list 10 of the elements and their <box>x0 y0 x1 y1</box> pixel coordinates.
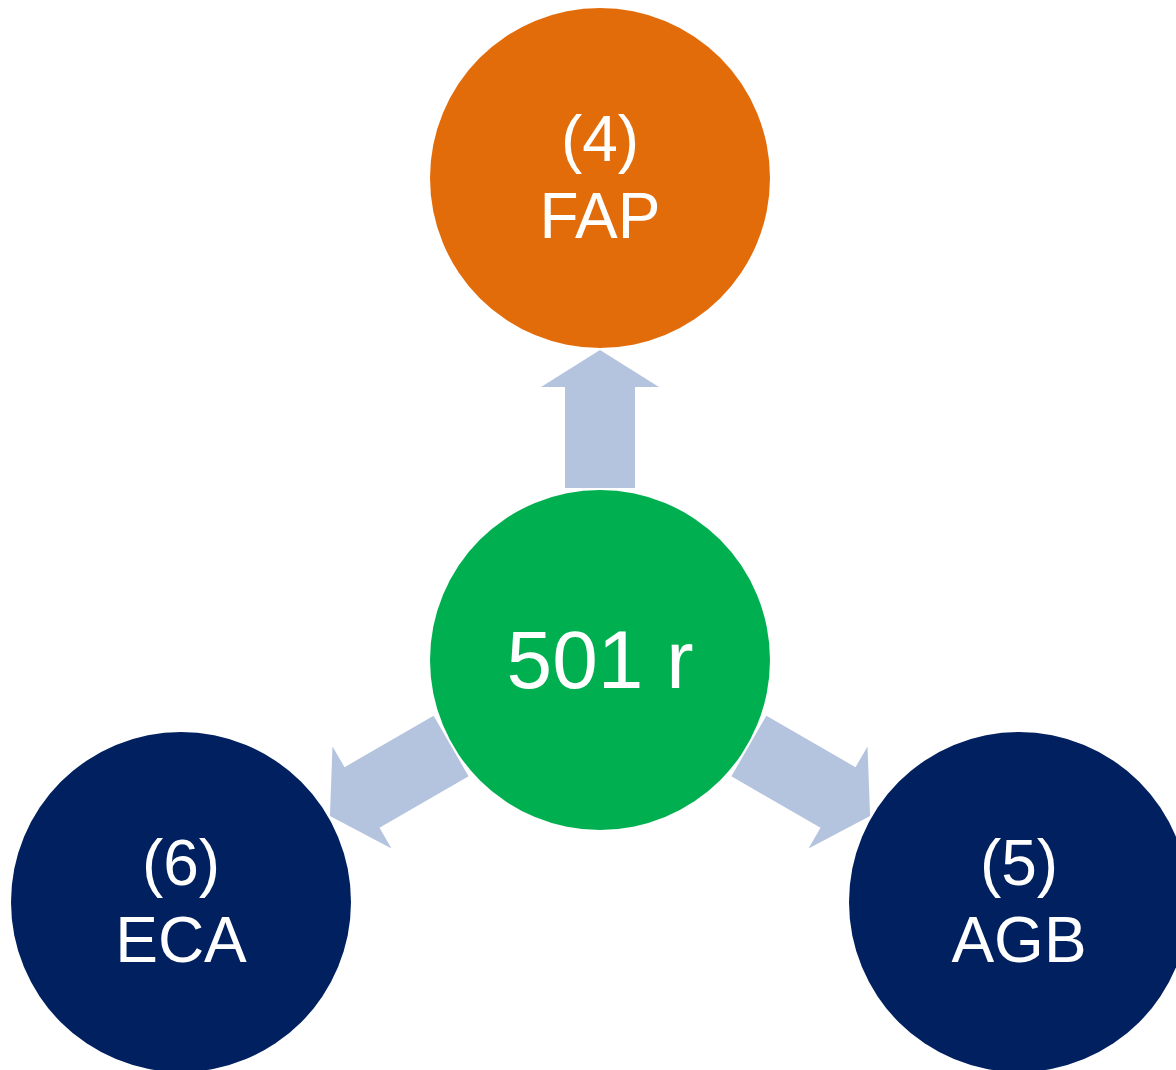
node-label: (4) <box>560 105 640 173</box>
block-arrow <box>731 715 871 849</box>
node-label: AGB <box>951 907 1087 975</box>
node-label: (6) <box>141 829 221 897</box>
node-label: (5) <box>979 829 1059 897</box>
block-arrow <box>541 350 659 488</box>
node-label: ECA <box>115 907 247 975</box>
node-label: 501 r <box>506 616 694 704</box>
node-label: FAP <box>539 183 661 251</box>
block-arrow <box>329 715 469 849</box>
